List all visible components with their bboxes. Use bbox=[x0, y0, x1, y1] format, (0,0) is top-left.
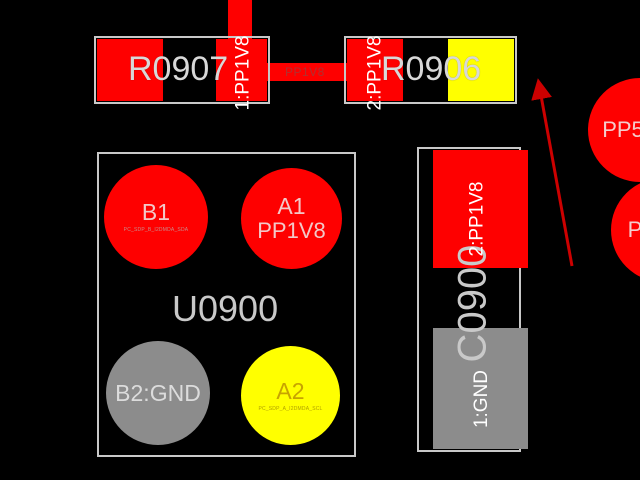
component-outline-c0900[interactable] bbox=[417, 147, 521, 452]
pin-net-a1: PP1V8 bbox=[257, 218, 326, 243]
pin-label-a1: A1 bbox=[277, 193, 306, 219]
component-outline-r0907[interactable] bbox=[94, 36, 270, 104]
component-outline-u0900[interactable] bbox=[97, 152, 356, 457]
edge-pin-label-pp5: PP5 bbox=[602, 117, 640, 142]
pad-r0907-1[interactable] bbox=[216, 39, 267, 101]
pin-u0900-b1[interactable]: B1 PC_SDP_B_I2DMDA_SDA bbox=[104, 165, 208, 269]
edge-pin-label-p: P bbox=[627, 217, 640, 242]
trace-top-stub bbox=[228, 0, 252, 40]
pin-net-b1: PC_SDP_B_I2DMDA_SDA bbox=[123, 227, 189, 233]
pin-label-b1: B1 bbox=[141, 199, 171, 225]
trace-pp1v8-r0907-r0906 bbox=[250, 63, 360, 81]
component-outline-r0906[interactable] bbox=[344, 36, 517, 104]
pin-label-b2: B2:GND bbox=[115, 379, 201, 406]
pad-r0907-2[interactable] bbox=[97, 39, 163, 101]
pin-u0900-b2[interactable]: B2:GND bbox=[106, 341, 210, 445]
pad-r0906-1[interactable] bbox=[448, 39, 514, 101]
pin-label-a2: A2 bbox=[276, 377, 305, 404]
pad-r0906-2[interactable] bbox=[347, 39, 403, 101]
pin-u0900-a1[interactable]: A1 PP1V8 bbox=[241, 168, 342, 269]
edge-pin-pp5[interactable]: PP5 bbox=[588, 78, 640, 182]
edge-pin-p[interactable]: P bbox=[611, 178, 640, 282]
pin-u0900-a2[interactable]: A2 PC_SDP_A_I2DMDA_SCL bbox=[241, 346, 340, 445]
pad-c0900-2[interactable] bbox=[433, 150, 528, 268]
pad-c0900-1[interactable] bbox=[433, 328, 528, 449]
pin-net-a2: PC_SDP_A_I2DMDA_SCL bbox=[258, 405, 323, 412]
